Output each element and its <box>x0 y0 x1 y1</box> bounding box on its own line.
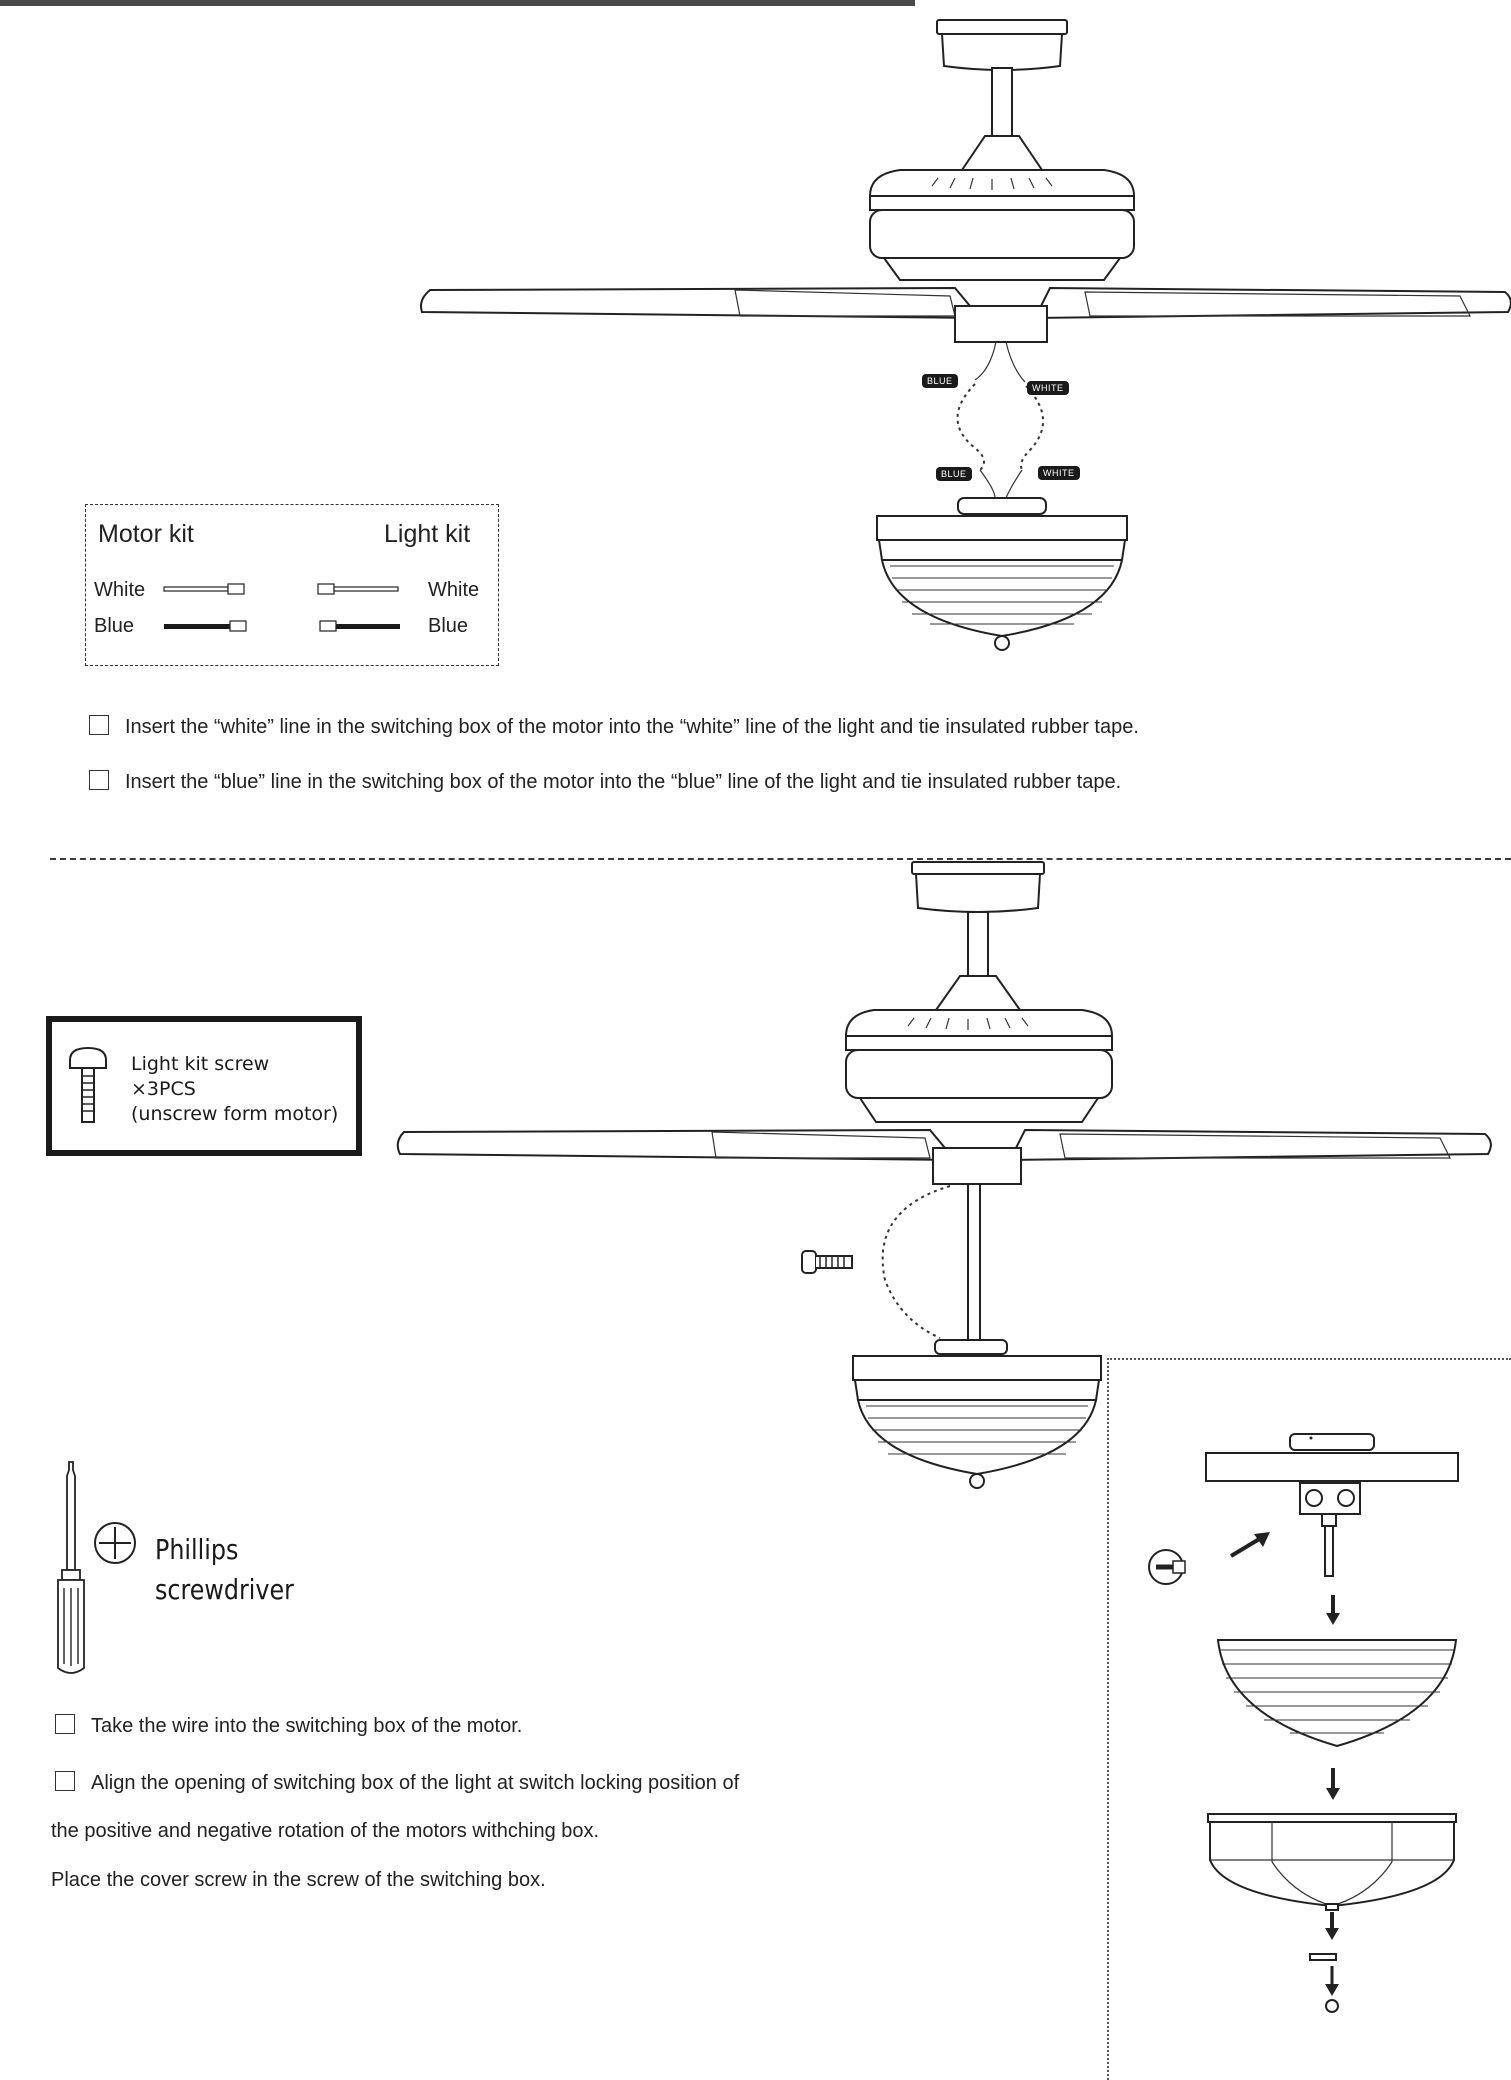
checkbox-icon <box>55 1771 75 1791</box>
wire-tag-white-upper: WHITE <box>1027 381 1069 395</box>
phillips-head-icon <box>94 1522 136 1564</box>
motor-wire-blue-label: Blue <box>94 615 135 637</box>
step-white-wire: Insert the “white” line in the switching… <box>89 715 1139 739</box>
tool-label-line1: Phillips <box>155 1533 239 1566</box>
step-take-wire-text: Take the wire into the switching box of … <box>91 1715 523 1737</box>
checkbox-icon <box>89 715 109 735</box>
white-wire-light-icon <box>317 583 399 595</box>
step-align-opening-continued: the positive and negative rotation of th… <box>51 1820 600 1842</box>
wire-tag-white-lower: WHITE <box>1038 466 1080 480</box>
arrow-icon <box>1229 1532 1270 1558</box>
step-take-wire: Take the wire into the switching box of … <box>55 1714 522 1738</box>
arrow-down-icon <box>1326 1595 1340 1625</box>
wire-tag-blue-lower: BLUE <box>936 467 972 481</box>
step-blue-wire: Insert the “blue” line in the switching … <box>89 770 1121 794</box>
checkbox-icon <box>89 770 109 790</box>
step-white-wire-text: Insert the “white” line in the switching… <box>125 716 1139 738</box>
screw-box-quantity: ×3PCS <box>131 1078 196 1100</box>
step-place-cover-screw: Place the cover screw in the screw of th… <box>51 1869 546 1891</box>
section-divider <box>50 858 1511 860</box>
light-kit-screw-box <box>46 1016 362 1156</box>
wire-kit-legend <box>85 504 499 666</box>
detail-divider-vertical <box>1107 1358 1109 2080</box>
white-wire-motor-icon <box>163 583 245 595</box>
tool-label-line2: screwdriver <box>155 1573 294 1606</box>
light-wire-white-label: White <box>428 579 480 601</box>
arrow-down-icon <box>1326 1768 1340 1800</box>
detail-divider-horizontal <box>1107 1358 1511 1360</box>
step-align-opening: Align the opening of switching box of th… <box>55 1771 739 1795</box>
top-rule <box>0 0 915 6</box>
light-kit-label: Light kit <box>384 520 471 548</box>
wire-tag-blue-upper: BLUE <box>922 374 958 388</box>
step-align-opening-text: Align the opening of switching box of th… <box>91 1772 740 1794</box>
light-wire-blue-label: Blue <box>428 615 469 637</box>
arrow-down-icon <box>1325 1966 1339 1996</box>
screw-box-note: (unscrew form motor) <box>131 1103 339 1125</box>
screw-box-title: Light kit screw <box>131 1053 270 1075</box>
arrow-down-icon <box>1325 1912 1339 1940</box>
screwdriver-icon <box>57 1461 85 1674</box>
screw-icon <box>69 1046 107 1123</box>
screw-icon <box>801 1250 853 1274</box>
blue-wire-light-icon <box>319 620 400 632</box>
step-blue-wire-text: Insert the “blue” line in the switching … <box>125 771 1122 793</box>
motor-kit-label: Motor kit <box>98 520 194 548</box>
checkbox-icon <box>55 1714 75 1734</box>
motor-wire-white-label: White <box>94 579 146 601</box>
blue-wire-motor-icon <box>164 620 247 632</box>
